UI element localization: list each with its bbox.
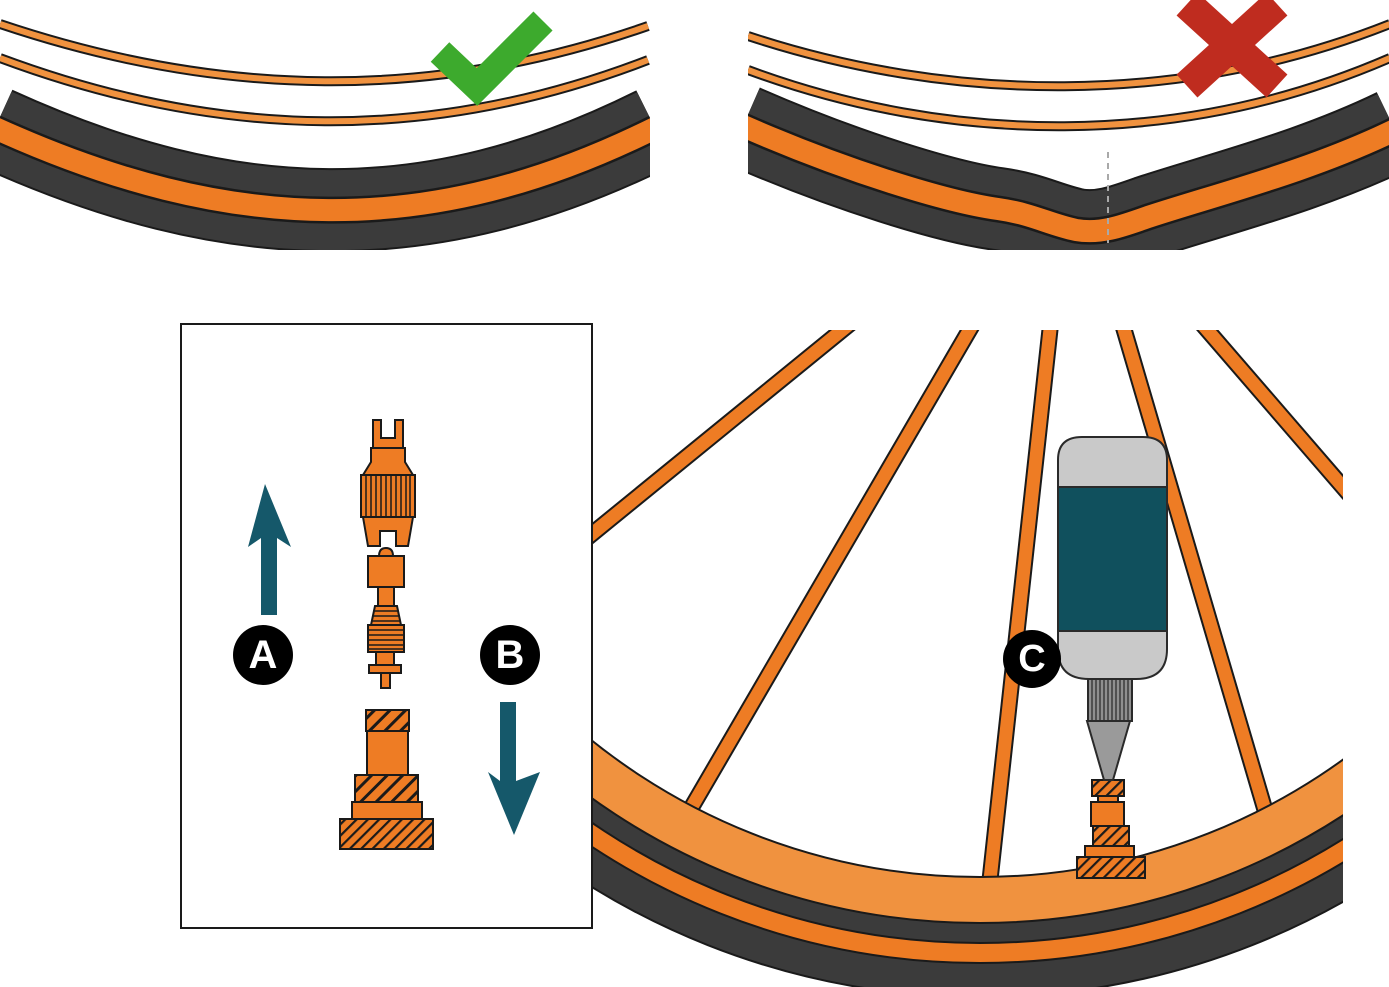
check-icon <box>430 11 553 106</box>
spoke <box>585 330 856 551</box>
valve-stem-exploded <box>339 709 434 850</box>
valve-core <box>367 546 405 689</box>
valve-parts-panel <box>180 323 593 929</box>
tool-knurl <box>360 474 416 518</box>
valve-base <box>1076 856 1146 879</box>
bottle-tip <box>1085 720 1132 781</box>
rim-band <box>585 794 1343 944</box>
core-lower-neck <box>375 651 395 666</box>
valve-parts-figure <box>248 419 540 850</box>
rim-cross-section <box>0 89 650 250</box>
valve-collar <box>1084 845 1135 858</box>
tool-fork <box>372 419 404 449</box>
tool-shoulder <box>361 447 415 476</box>
stem-base <box>339 818 434 850</box>
spoke <box>1115 330 1274 813</box>
core-head <box>367 555 405 588</box>
tool-skirt <box>361 516 415 547</box>
bottle-label <box>1057 486 1168 632</box>
tire-seated-correct-figure <box>0 11 650 250</box>
core-barrel <box>367 624 405 653</box>
bottle-nozzle <box>1087 678 1133 722</box>
stem-collar <box>351 801 423 820</box>
stem-knurl <box>354 774 419 803</box>
label-b-badge: B <box>480 625 540 685</box>
wheel-section-figure <box>585 330 1343 987</box>
nozzle-ribs <box>1091 680 1129 720</box>
arrow-up-icon <box>248 484 291 615</box>
x-icon <box>1176 0 1288 98</box>
label-c-badge: C <box>1003 630 1061 688</box>
valve-threads <box>1091 779 1125 797</box>
rim-band <box>585 735 1343 924</box>
spoke <box>682 330 980 815</box>
tool-knurl-ribs <box>365 476 411 516</box>
core-flange <box>368 664 402 674</box>
core-taper-threads <box>371 610 401 622</box>
valve-stem <box>1076 779 1146 879</box>
tire-bead-lines <box>748 19 1389 132</box>
spokes <box>585 330 1343 881</box>
label-a-badge: A <box>233 625 293 685</box>
core-barrel-threads <box>369 629 403 650</box>
bottle-cap <box>1057 436 1168 488</box>
sealant-bottle <box>1057 436 1168 781</box>
valve-body <box>1090 801 1125 827</box>
core-neck <box>377 586 395 607</box>
valve-core-tool <box>360 419 416 547</box>
rim-band <box>585 819 1343 964</box>
rim-bands <box>585 733 1343 987</box>
core-pin <box>380 672 391 689</box>
spoke <box>981 330 1059 881</box>
rim-band <box>585 843 1343 987</box>
bottle-bottom <box>1057 630 1168 680</box>
spoke <box>1196 330 1343 501</box>
tire-seated-incorrect-figure <box>748 0 1389 250</box>
rim-cross-section-dented <box>748 87 1389 250</box>
valve-knurl <box>1092 825 1130 847</box>
stem-threads <box>365 709 410 732</box>
stem-body <box>366 730 409 776</box>
core-dome <box>377 546 395 557</box>
tire-bead-lines <box>0 19 650 127</box>
arrow-down-icon <box>488 702 540 835</box>
